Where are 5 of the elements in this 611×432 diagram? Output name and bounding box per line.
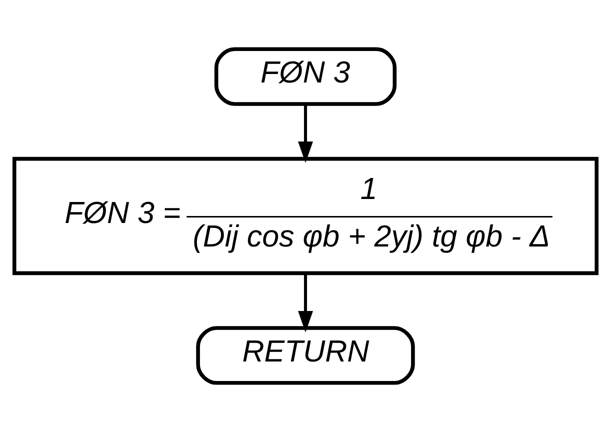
node-box: RETURN (196, 326, 415, 385)
arrow (298, 104, 313, 163)
node-box: FØN 3 = 1 (Dij cos φb + 2yj) tg φb - Δ (12, 156, 599, 276)
arrow (298, 273, 313, 332)
node-box: FØN 3 (214, 47, 397, 106)
